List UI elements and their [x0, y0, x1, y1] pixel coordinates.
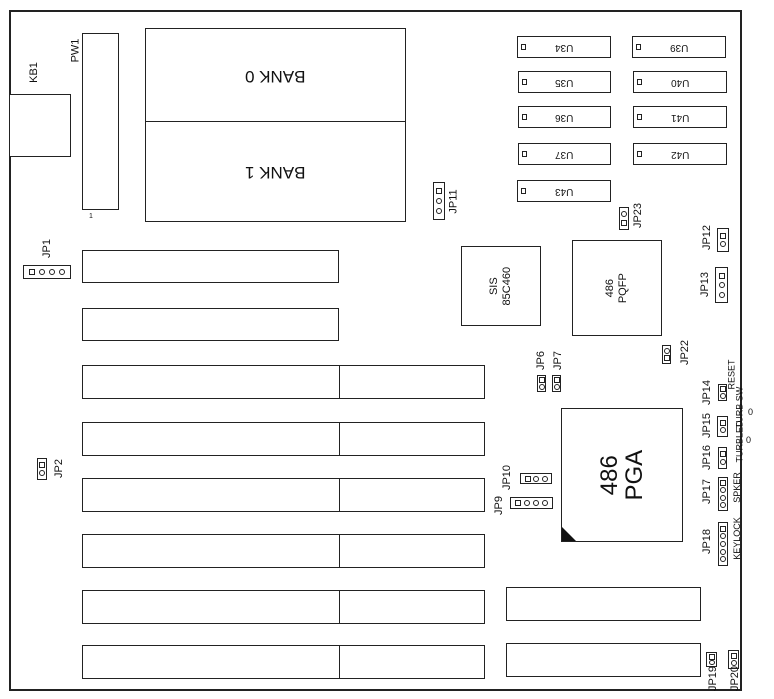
jp14-label: JP14 [701, 379, 714, 406]
jp18-label: JP18 [701, 528, 714, 555]
pga-label-line1: 486 [595, 454, 623, 496]
chip-u35: U35 [518, 71, 611, 93]
jp17-label: JP17 [701, 478, 714, 505]
jp10-label: JP10 [501, 464, 514, 491]
u36-label: U36 [555, 111, 574, 123]
jumper-jp1 [23, 265, 71, 279]
jp11-label: JP11 [447, 189, 460, 214]
jp2-label: JP2 [52, 459, 65, 478]
jp9-label: JP9 [492, 496, 505, 515]
jumper-jp20 [728, 650, 739, 669]
jumper-jp13 [715, 267, 728, 303]
expansion-slot-2 [82, 308, 339, 341]
keylock-label: KEYLOCK [731, 517, 742, 560]
jumper-jp9 [510, 497, 553, 509]
chip-u36: U36 [518, 106, 611, 128]
jp20-label: JP20 [729, 665, 742, 692]
pw1-pin1-mark: 1 [89, 213, 93, 220]
pqfp-label-line2: PQFP [616, 273, 629, 303]
jumper-jp16-turbo-led [718, 447, 727, 469]
u41-label: U41 [670, 111, 690, 123]
u40-label: U40 [670, 76, 690, 88]
pw1-label: PW1 [69, 38, 82, 63]
expansion-slot-8 [82, 645, 485, 679]
mark-zero-a: 0 [748, 407, 754, 417]
jp15-label: JP15 [701, 412, 714, 439]
bank0-label: BANK 0 [245, 66, 306, 86]
sis-label-line1: SIS [487, 277, 500, 295]
jp7-label: JP7 [551, 351, 564, 370]
sis-label-line2: 85C460 [500, 266, 513, 306]
chip-u39: U39 [632, 36, 726, 58]
expansion-slot-6 [82, 534, 485, 568]
jp16-label: JP16 [701, 444, 714, 471]
u34-label: U34 [554, 41, 574, 53]
u43-label: U43 [554, 185, 574, 197]
jp1-label: JP1 [40, 239, 53, 258]
jumper-jp6 [537, 375, 546, 392]
jumper-jp2 [37, 458, 47, 480]
bank1-label: BANK 1 [245, 162, 306, 182]
jp23-label: JP23 [632, 202, 645, 229]
mark-zero-b: 0 [746, 435, 752, 445]
expansion-slot-5 [82, 478, 485, 512]
chip-u34: U34 [517, 36, 611, 58]
speaker-label: SPKER [731, 472, 742, 503]
chip-u37: U37 [518, 143, 611, 165]
turbo-led-label: TURBLED [734, 420, 745, 463]
expansion-slot-1 [82, 250, 339, 283]
u39-label: U39 [669, 41, 689, 53]
kb1-label: KB1 [27, 62, 40, 83]
expansion-slot-4 [82, 422, 485, 456]
pga-label-line2: PGA [621, 449, 648, 501]
jumper-jp18-keylock [718, 522, 728, 566]
jumper-jp14-reset [718, 384, 727, 401]
power-connector-pw1 [82, 33, 119, 210]
memory-bank-1: BANK 1 [145, 121, 406, 222]
jumper-jp23 [619, 207, 629, 230]
vl-slot-1 [506, 587, 701, 621]
jumper-jp19 [706, 652, 717, 667]
jumper-jp11 [433, 182, 445, 220]
memory-bank-0: BANK 0 [145, 28, 406, 123]
cpu-486-pqfp: 486 PQFP [572, 240, 662, 336]
pin1-corner-marker [562, 527, 576, 541]
jumper-jp17-speaker [718, 477, 728, 511]
chipset-sis-85c460: SIS 85C460 [461, 246, 541, 326]
jumper-jp10 [520, 473, 552, 484]
jumper-jp15-turbo-switch [717, 416, 728, 437]
jumper-jp12 [717, 228, 729, 252]
u42-label: U42 [670, 148, 690, 160]
jp12-label: JP12 [701, 224, 714, 251]
jp6-label: JP6 [534, 351, 547, 370]
cpu-486-pga-socket: 486 PGA [561, 408, 683, 542]
jumper-jp22 [662, 345, 671, 364]
chip-u41: U41 [633, 106, 727, 128]
jp13-label: JP13 [699, 271, 712, 298]
expansion-slot-3 [82, 365, 485, 399]
pqfp-label-line1: 486 [603, 278, 616, 298]
chip-u43: U43 [517, 180, 611, 202]
reset-label: RESET [726, 359, 737, 390]
jp22-label: JP22 [679, 339, 692, 366]
jp19-label: JP19 [707, 665, 720, 692]
chip-u40: U40 [633, 71, 727, 93]
u35-label: U35 [555, 76, 574, 88]
jumper-jp7 [552, 375, 561, 392]
expansion-slot-7 [82, 590, 485, 624]
vl-slot-2 [506, 643, 701, 677]
chip-u42: U42 [633, 143, 727, 165]
u37-label: U37 [555, 148, 574, 160]
keyboard-connector-kb1 [9, 94, 71, 157]
